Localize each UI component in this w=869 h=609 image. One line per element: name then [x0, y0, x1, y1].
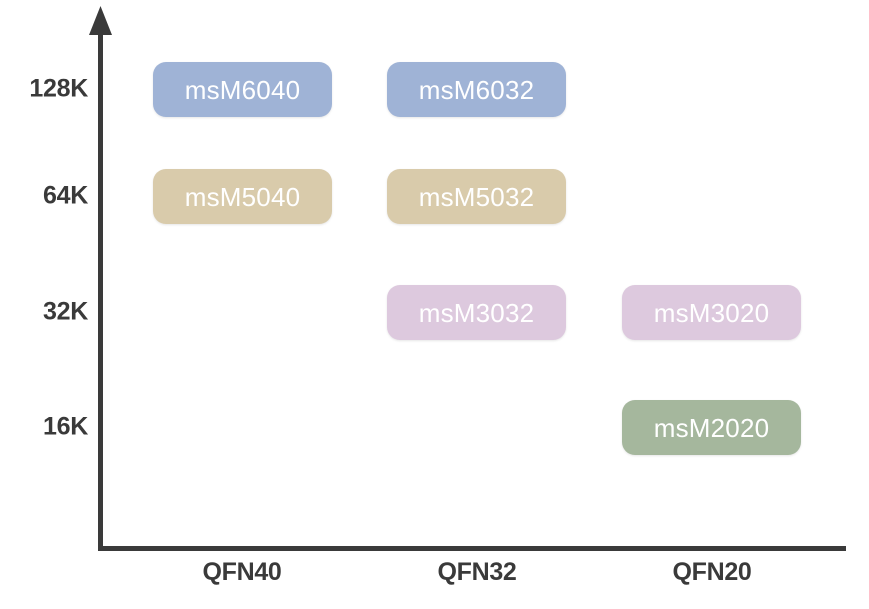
data-pill-label: msM2020 [653, 412, 770, 443]
data-pill-label: msM3032 [418, 297, 535, 328]
x-tick-qfn40: QFN40 [202, 558, 282, 586]
data-pill-msm5032[interactable]: msM5032 [387, 169, 566, 224]
y-tick-16k: 16K [43, 412, 88, 441]
y-tick-64k: 64K [43, 181, 88, 210]
data-pill-label: msM5032 [418, 181, 535, 212]
x-tick-qfn32: QFN32 [437, 558, 517, 586]
data-pill-msm2020[interactable]: msM2020 [622, 400, 801, 455]
data-pill-label: msM3020 [653, 297, 770, 328]
y-tick-128k: 128K [29, 74, 88, 103]
data-pill-label: msM6032 [418, 74, 535, 105]
data-pill-msm3020[interactable]: msM3020 [622, 285, 801, 340]
data-pill-msm5040[interactable]: msM5040 [153, 169, 332, 224]
data-pill-label: msM6040 [184, 74, 301, 105]
data-pill-msm6040[interactable]: msM6040 [153, 62, 332, 117]
data-pill-msm6032[interactable]: msM6032 [387, 62, 566, 117]
y-axis-tick-labels: 128K 64K 32K 16K [0, 0, 88, 609]
x-tick-qfn20: QFN20 [672, 558, 752, 586]
data-pill-label: msM5040 [184, 181, 301, 212]
y-tick-32k: 32K [43, 297, 88, 326]
data-pill-msm3032[interactable]: msM3032 [387, 285, 566, 340]
